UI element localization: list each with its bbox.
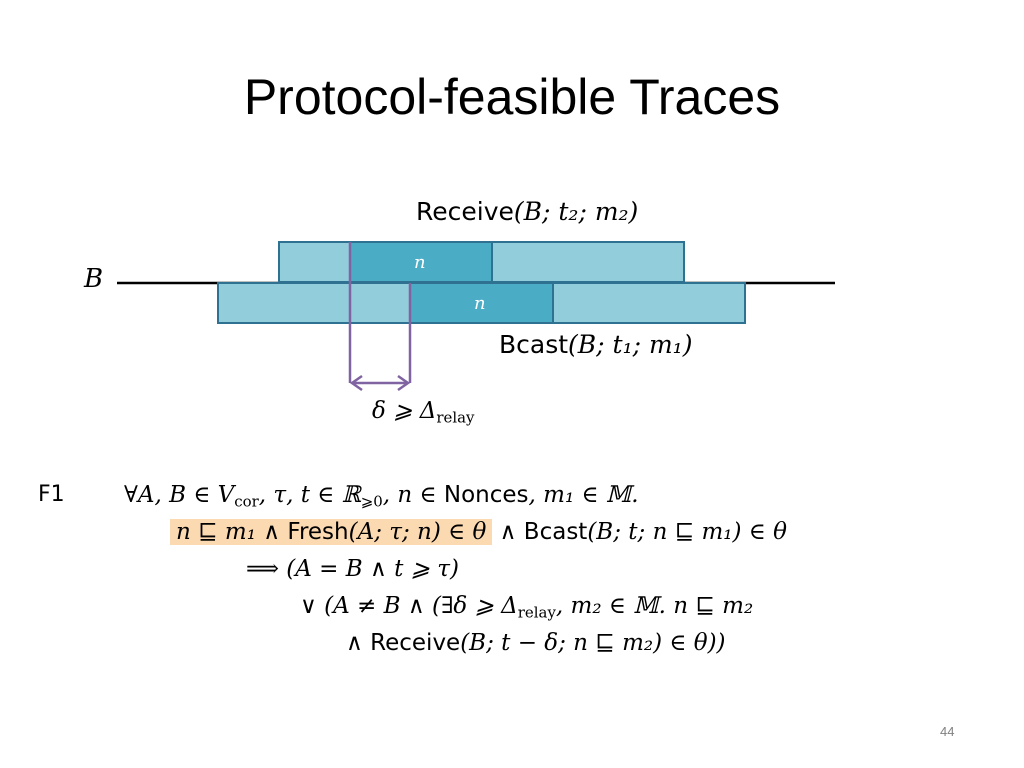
formula-label: F1: [38, 482, 65, 507]
formula-line-2-fresh: Fresh: [287, 519, 349, 545]
formula-highlight: n ⊑ m₁ ∧ Fresh(A; τ; n) ∈ θ: [170, 519, 493, 545]
bcast-label: Bcast(B; t₁; m₁): [499, 330, 692, 360]
bracket-arrow-left-head: [349, 374, 363, 392]
formula-line-1-sub-geq0: ⩾0: [360, 492, 383, 511]
formula-line-1-part-c: , n ∈: [382, 482, 444, 508]
formula-line-4-part-a: ∨ (A ≠ B ∧ (∃δ ⩾ Δ: [300, 593, 518, 619]
bcast-label-fn: Bcast: [499, 330, 569, 359]
formula-line-2-bcast: Bcast: [523, 519, 588, 545]
formula-f1: F1 ∀A, B ∈ Vcor, τ, t ∈ ℝ⩾0, n ∈ Nonces,…: [38, 472, 998, 672]
formula-line-4-sub-relay: relay: [517, 603, 556, 622]
receive-label-fn: Receive: [416, 197, 514, 226]
slide-title: Protocol-feasible Traces: [243, 69, 781, 125]
formula-line-1-sub-cor: cor: [234, 492, 259, 511]
delta-label-main: δ ⩾ Δ: [372, 398, 437, 424]
formula-line-2-part-d: (B; t; n ⊑ m₁) ∈ θ: [587, 519, 787, 545]
formula-line-5-part-a: ∧: [346, 630, 371, 656]
formula-line-2-hl-b: (A; τ; n) ∈ θ: [348, 519, 487, 545]
formula-line-5: ∧ Receive(B; t − δ; n ⊑ m₂) ∈ θ)): [346, 625, 726, 661]
formula-line-4-part-b: , m₂ ∈ 𝕄. n ⊑ m₂: [555, 593, 754, 619]
timeline-diagram: [117, 241, 835, 392]
formula-line-1-nonces: Nonces: [443, 482, 529, 508]
formula-line-3: ⟹ (A = B ∧ t ⩾ τ): [246, 556, 459, 582]
formula-line-1-part-b: , τ, t ∈ ℝ: [258, 482, 361, 508]
bcast-label-args: (B; t₁; m₁): [568, 330, 693, 359]
formula-line-4: ∨ (A ≠ B ∧ (∃δ ⩾ Δrelay, m₂ ∈ 𝕄. n ⊑ m₂: [300, 588, 753, 630]
receive-label-args: (B; t₂; m₂): [513, 197, 639, 226]
formula-line-2: n ⊑ m₁ ∧ Fresh(A; τ; n) ∈ θ ∧ Bcast(B; t…: [170, 514, 787, 550]
formula-line-5-receive: Receive: [370, 630, 461, 656]
formula-line-5-part-b: (B; t − δ; n ⊑ m₂) ∈ θ)): [460, 630, 726, 656]
node-label-b: B: [84, 264, 104, 294]
formula-line-1: ∀A, B ∈ Vcor, τ, t ∈ ℝ⩾0, n ∈ Nonces, m₁…: [124, 477, 639, 519]
bracket-arrow-right-head: [397, 374, 411, 392]
nonce-label-bottom: n: [474, 293, 486, 314]
formula-line-1-part-d: , m₁ ∈ 𝕄.: [528, 482, 639, 508]
formula-line-2-part-c: ∧: [492, 519, 524, 545]
formula-line-2-hl-a: n ⊑ m₁ ∧: [176, 519, 288, 545]
page-number: 44: [940, 724, 955, 739]
delta-label: δ ⩾ Δrelay: [372, 398, 474, 426]
delta-label-subscript: relay: [436, 408, 475, 427]
formula-line-1-part-a: ∀A, B ∈ V: [124, 482, 235, 508]
nonce-label-top: n: [414, 252, 426, 273]
receive-label: Receive(B; t₂; m₂): [416, 197, 638, 227]
